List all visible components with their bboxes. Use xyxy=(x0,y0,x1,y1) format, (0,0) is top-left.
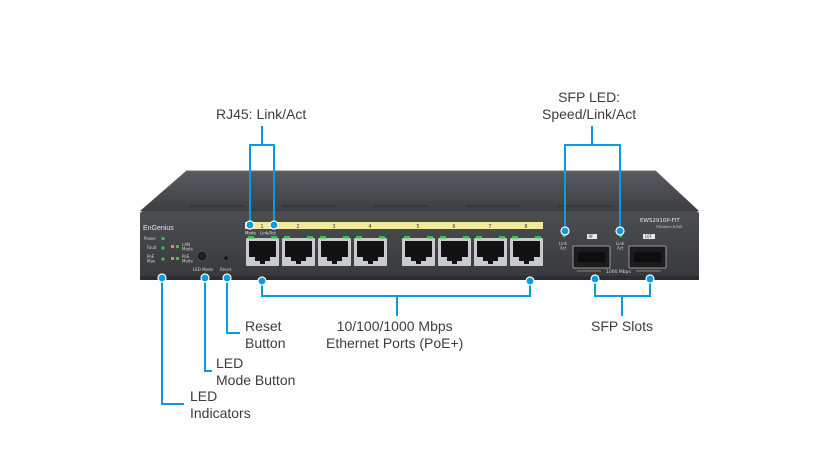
port-led-link xyxy=(427,236,433,239)
port-led-mode xyxy=(404,236,410,239)
port-number-3: 3 xyxy=(332,224,335,230)
fault-led-label: Fault xyxy=(147,245,157,250)
port-number-5: 5 xyxy=(416,224,419,230)
led-mode-button[interactable] xyxy=(196,250,208,262)
callout-sfp-slots: SFP Slots xyxy=(591,318,653,334)
port-led-mode xyxy=(356,236,362,239)
port-led-link xyxy=(535,236,541,239)
model-subtitle: FitSwitch 8 PoE xyxy=(656,225,682,229)
callout-ethernet: 10/100/1000 Mbps Ethernet Ports (PoE+) xyxy=(326,318,464,351)
sfp-slots-bracket xyxy=(594,279,651,297)
poe-max-led xyxy=(161,257,165,261)
port-number-2: 2 xyxy=(296,224,299,230)
port-number-1: 1 xyxy=(260,224,263,230)
port-led-link xyxy=(343,236,349,239)
port-led-mode xyxy=(440,236,446,239)
model-name: EWS2910P-FIT xyxy=(640,218,680,224)
rj45-port-6[interactable] xyxy=(438,236,471,266)
port-numbers: 1 2 3 4 5 6 7 8 xyxy=(260,224,527,230)
reset-line xyxy=(226,278,240,334)
ethernet-bracket xyxy=(261,281,531,297)
poe-mode-led-2 xyxy=(176,257,179,260)
port-led-mode xyxy=(284,236,290,239)
poe-max-line2: Max xyxy=(147,259,156,264)
port-number-4: 4 xyxy=(368,224,371,230)
mode-label: Mode xyxy=(245,231,256,236)
sfp-speed-label: 1000 Mbps xyxy=(606,269,631,275)
sfp9-tag-label: 9F xyxy=(589,234,595,239)
port-number-8: 8 xyxy=(524,224,527,230)
port-number-7: 7 xyxy=(488,224,491,230)
rj45-port-4[interactable] xyxy=(354,236,387,266)
port-led-link xyxy=(463,236,469,239)
rj45-port-5[interactable] xyxy=(402,236,435,266)
poe-max-line1: PoE xyxy=(147,254,155,259)
callout-sfp-led: SFP LED: Speed/Link/Act xyxy=(542,89,637,122)
link-act-label: Link/Act xyxy=(260,231,276,236)
sfp10-tag xyxy=(643,234,655,239)
port-led-mode xyxy=(248,236,254,239)
port-label-strip: Mode Link/Act 1 2 3 4 5 6 7 8 xyxy=(245,222,543,236)
port-led-link xyxy=(271,236,277,239)
port-led-link xyxy=(379,236,385,239)
power-led-label: Power xyxy=(144,236,156,241)
port-number-6: 6 xyxy=(452,224,455,230)
power-led xyxy=(161,236,165,241)
lan-mode-led xyxy=(171,245,174,248)
lan-mode-led-2 xyxy=(176,245,179,248)
callout-reset: Reset Button xyxy=(245,318,286,351)
poe-mode-led xyxy=(171,257,174,260)
port-led-link xyxy=(499,236,505,239)
port-led-mode xyxy=(476,236,482,239)
sfp10-tag-label: 10F xyxy=(645,234,653,239)
reset-button-label: Reset xyxy=(220,267,232,272)
port-led-link xyxy=(307,236,313,239)
callout-lines xyxy=(161,126,651,405)
rj45-ports xyxy=(246,236,543,266)
callout-rj45: RJ45: Link/Act xyxy=(216,106,307,122)
fault-led xyxy=(161,246,165,250)
led-mode-line xyxy=(204,278,212,372)
port-led-mode xyxy=(320,236,326,239)
led-mode-button-label: LED Mode xyxy=(193,267,214,272)
rj45-port-7[interactable] xyxy=(474,236,507,266)
led-indicators-line xyxy=(161,278,184,405)
brand-logo: EnGenius xyxy=(143,225,174,232)
rj45-port-1[interactable] xyxy=(246,236,279,266)
rj45-port-8[interactable] xyxy=(510,236,543,266)
callout-led-indicators: LED Indicators xyxy=(190,388,251,421)
port-led-mode xyxy=(512,236,518,239)
reset-button[interactable] xyxy=(224,256,228,260)
callout-led-mode: LED Mode Button xyxy=(216,355,296,388)
callout-dots xyxy=(157,220,655,286)
sfp9-tag xyxy=(587,234,597,239)
rj45-port-2[interactable] xyxy=(282,236,315,266)
rj45-port-3[interactable] xyxy=(318,236,351,266)
